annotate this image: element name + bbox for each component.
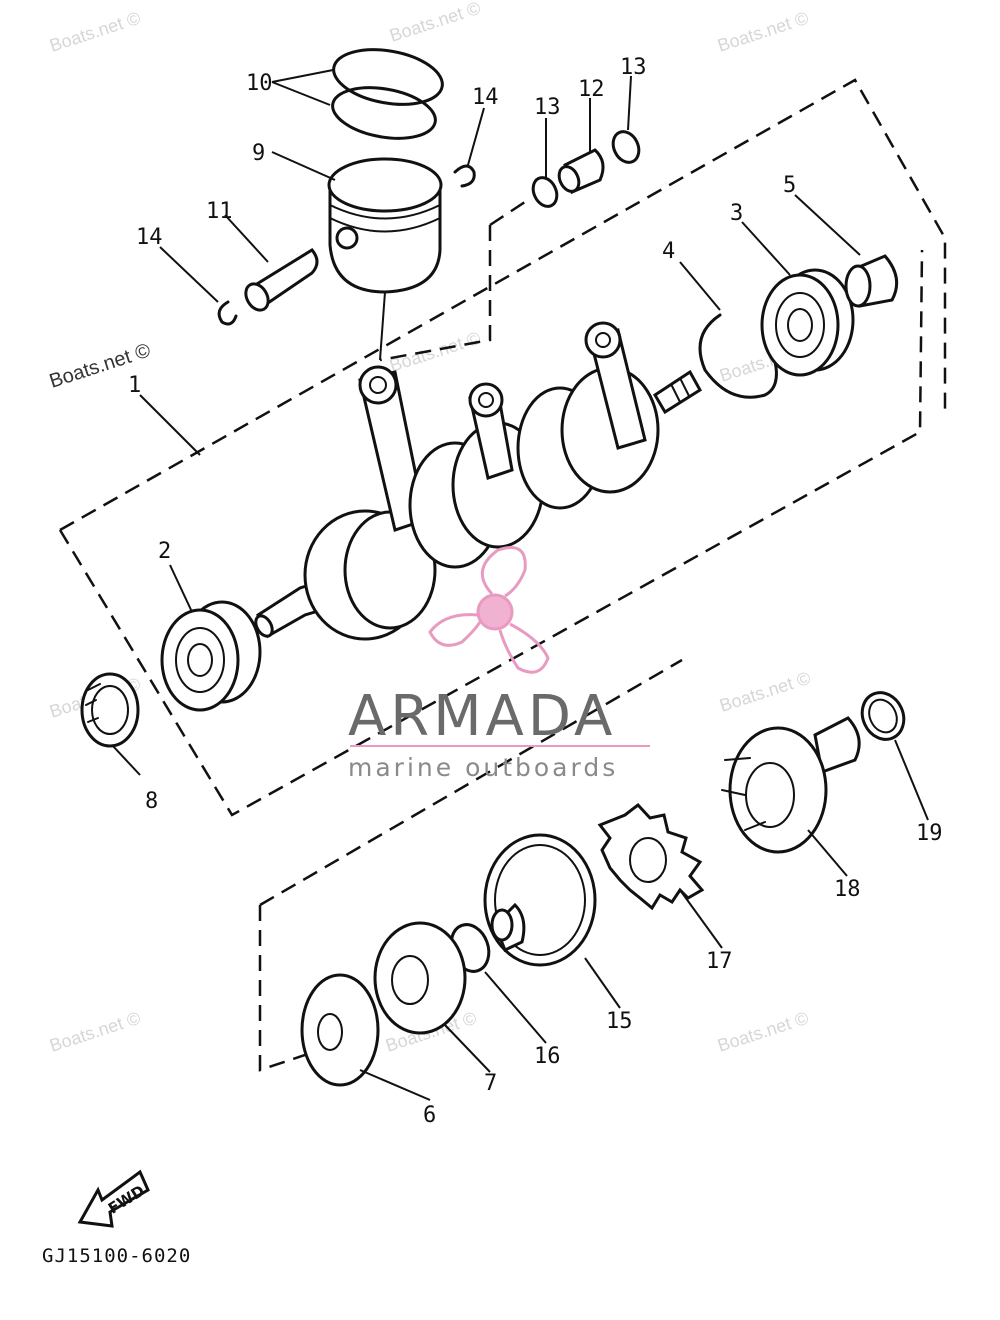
- propeller-icon: [428, 546, 550, 674]
- callout-9: 9: [252, 141, 265, 166]
- callout-19: 19: [916, 821, 943, 846]
- crankshaft: [254, 321, 703, 641]
- callout-5: 5: [783, 173, 796, 198]
- callout-13b: 13: [620, 55, 647, 80]
- callout-12: 12: [578, 77, 605, 102]
- callout-15: 15: [606, 1009, 633, 1034]
- armada-logo: ARMADA marine outboards: [348, 546, 650, 782]
- rubber-damper: [597, 802, 705, 911]
- rear-bushing: [844, 254, 899, 308]
- circlip: [453, 164, 476, 188]
- callout-10: 10: [246, 71, 273, 96]
- callout-6: 6: [423, 1103, 436, 1128]
- callout-4: 4: [662, 239, 675, 264]
- assembly-outline: [58, 78, 947, 1072]
- oil-seal: [80, 672, 140, 748]
- retaining-ring: [698, 313, 778, 399]
- callout-18: 18: [834, 877, 861, 902]
- watermark: Boats.net ©: [47, 1008, 143, 1056]
- small-end-bearing: [531, 130, 641, 208]
- piston-rings: [331, 48, 444, 140]
- rear-main-bearing: [760, 268, 855, 377]
- thrust-washer: [860, 691, 906, 741]
- watermark: Boats.net ©: [715, 8, 811, 56]
- seal-retainer: [373, 921, 467, 1035]
- callout-2: 2: [158, 539, 171, 564]
- callout-14a: 14: [136, 225, 163, 250]
- watermark: Boats.net ©: [387, 0, 483, 46]
- callout-labels: 1 2 3 4 5 6 7 8 9 10 11 12 13 13 14 14 1…: [128, 55, 943, 1128]
- callout-13a: 13: [534, 95, 561, 120]
- piston: [327, 157, 443, 361]
- callout-3: 3: [730, 201, 743, 226]
- wrist-pin: [244, 248, 319, 312]
- callout-14b: 14: [472, 85, 499, 110]
- front-main-bearing: [160, 600, 262, 712]
- forward-arrow: FWD: [77, 1169, 150, 1228]
- circlip: [217, 300, 238, 326]
- watermark: Boats.net ©: [47, 8, 143, 56]
- end-cover: [300, 973, 380, 1087]
- drive-coupler: [721, 716, 861, 854]
- leader-lines: [111, 69, 929, 1101]
- watermark: Boats.net ©: [717, 668, 813, 716]
- watermark: Boats.net ©: [715, 1008, 811, 1056]
- logo-tagline: marine outboards: [348, 753, 618, 782]
- logo-name: ARMADA: [348, 684, 616, 749]
- callout-7: 7: [484, 1071, 497, 1096]
- watermark: Boats.net ©: [387, 328, 483, 376]
- callout-8: 8: [145, 789, 158, 814]
- callout-17: 17: [706, 949, 733, 974]
- callout-11: 11: [206, 199, 233, 224]
- front-coupler: [483, 833, 597, 967]
- callout-16: 16: [534, 1044, 561, 1069]
- callout-1: 1: [128, 373, 141, 398]
- drawing-code: GJ15100-6020: [42, 1245, 191, 1267]
